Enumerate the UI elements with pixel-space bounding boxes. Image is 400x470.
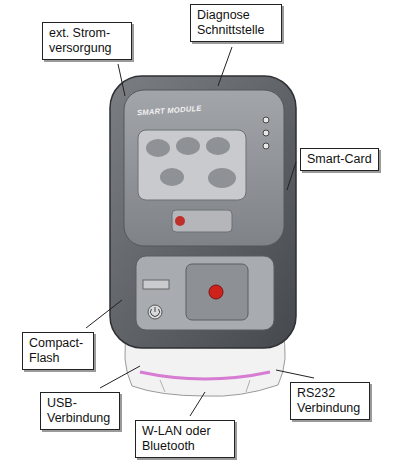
pictogram-field (138, 130, 246, 200)
pictogram (160, 168, 184, 186)
power-button (148, 305, 162, 319)
device-housing (110, 76, 296, 348)
callout-box: Diagnose Schnittstelle (190, 4, 282, 42)
leader-line (218, 47, 232, 86)
leader-line (100, 366, 140, 388)
keypad (136, 256, 274, 330)
leader-lines (86, 47, 314, 416)
callout-box: Compact- Flash (22, 332, 94, 370)
pictogram (208, 168, 236, 188)
callout-box: USB- Verbindung (40, 392, 120, 430)
connector-strip (140, 372, 270, 379)
logo-mark (175, 216, 185, 226)
callout-box: Smart-Card (300, 148, 379, 171)
leader-line (190, 392, 205, 416)
callout-text: RS232 Verbindung (297, 386, 363, 416)
leader-line (276, 370, 314, 378)
record-button (209, 285, 223, 299)
pictogram (206, 137, 230, 155)
callout-text: Compact- Flash (29, 336, 87, 366)
callout-text: Smart-Card (307, 152, 372, 167)
keypad-center (186, 264, 248, 320)
leader-line (86, 300, 122, 328)
leader-line (287, 162, 296, 190)
status-led (263, 117, 269, 123)
power-label-plate (143, 280, 169, 289)
callout-box: RS232 Verbindung (290, 382, 370, 420)
connector-edge (160, 380, 250, 392)
logo-plate (172, 210, 232, 232)
callout-text: ext. Strom- versorgung (49, 26, 125, 56)
callout-box: W-LAN oder Bluetooth (135, 420, 235, 458)
callout-text: Diagnose Schnittstelle (197, 8, 275, 38)
status-led (263, 143, 269, 149)
leader-line (118, 64, 125, 96)
top-panel (124, 90, 284, 246)
pictogram (146, 139, 170, 157)
callout-text: W-LAN oder Bluetooth (142, 424, 228, 454)
callout-box: ext. Strom- versorgung (42, 22, 132, 60)
power-symbol (151, 307, 160, 316)
callout-text: USB- Verbindung (47, 396, 113, 426)
pictogram (176, 137, 200, 155)
status-led (263, 130, 269, 136)
